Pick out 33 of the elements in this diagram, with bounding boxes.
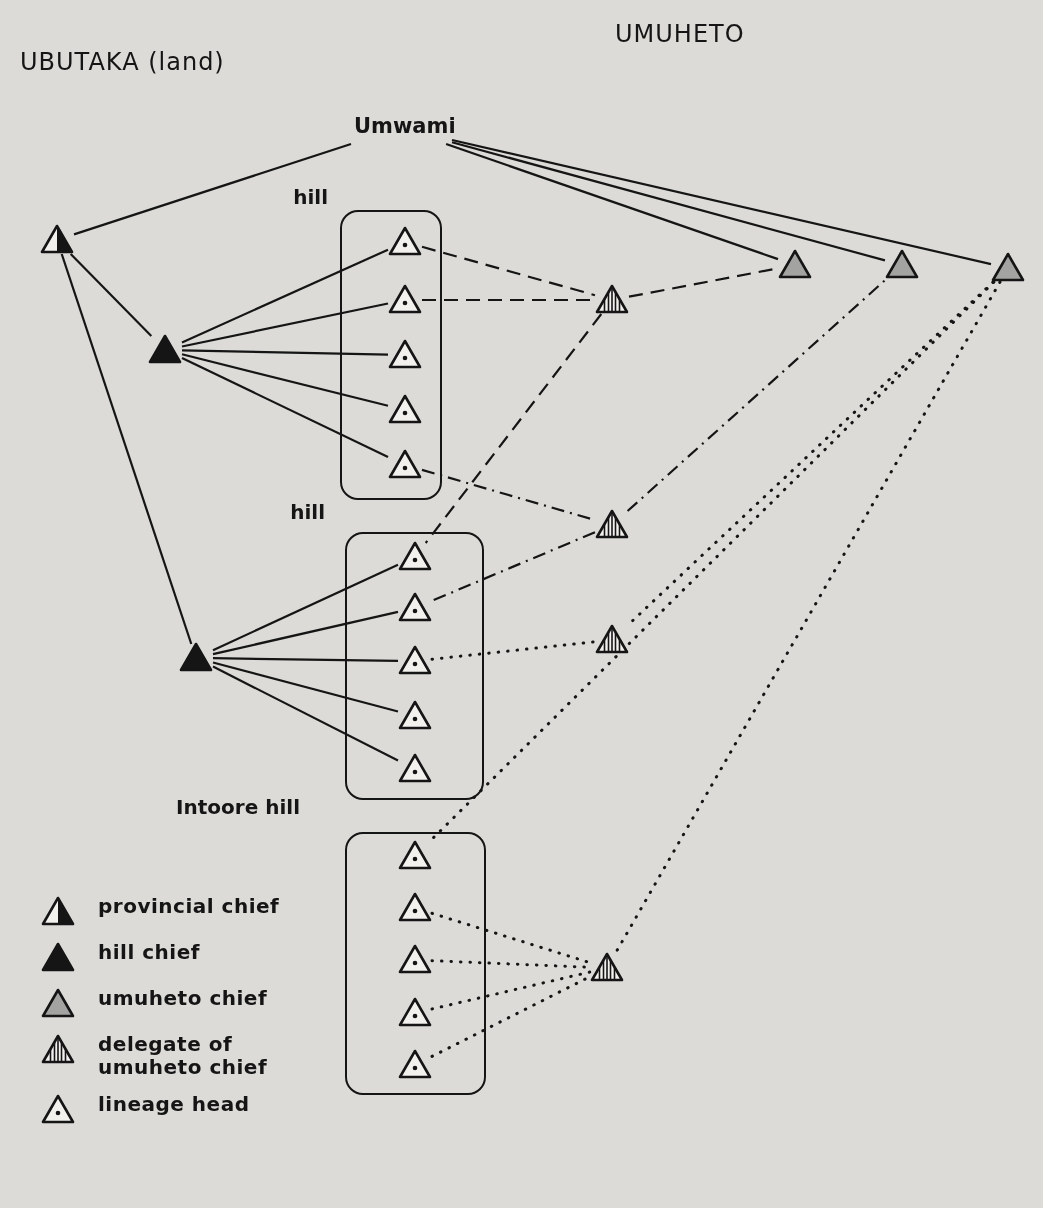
connector-line — [445, 142, 779, 261]
connector-line — [421, 245, 596, 297]
ruler-label: Umwami — [354, 116, 456, 137]
hill-label: hill — [293, 187, 328, 207]
hill-label: Intoore hill — [176, 797, 300, 817]
connector-line — [212, 665, 399, 762]
connector-line — [213, 657, 398, 662]
legend-label: hill chief — [98, 941, 201, 964]
hill-label: hill — [290, 502, 325, 522]
connector-line — [60, 253, 193, 645]
legend-label: lineage head — [98, 1093, 251, 1116]
connector-line — [430, 640, 597, 661]
connector-line — [181, 302, 389, 348]
connector-line — [181, 248, 389, 344]
column-heading: UBUTAKA (land) — [20, 48, 225, 76]
connector-line — [69, 253, 153, 337]
connector-line — [212, 661, 399, 713]
legend-label: provincial chief — [98, 895, 281, 918]
connector-line — [181, 353, 389, 407]
connector-line — [424, 313, 603, 544]
legend-label: delegate of umuheto chief — [98, 1033, 269, 1079]
connector-line — [73, 142, 352, 236]
connector-line — [212, 563, 399, 652]
connector-line — [181, 349, 389, 356]
connector-line — [451, 138, 992, 266]
connector-line — [212, 610, 399, 656]
column-heading: UMUHETO — [615, 20, 745, 48]
connector-line — [430, 970, 592, 1011]
connector-line — [451, 141, 886, 262]
connector-line — [431, 531, 596, 602]
connector-line — [626, 278, 888, 512]
connector-line — [181, 357, 389, 458]
legend-label: umuheto chief — [98, 987, 269, 1010]
